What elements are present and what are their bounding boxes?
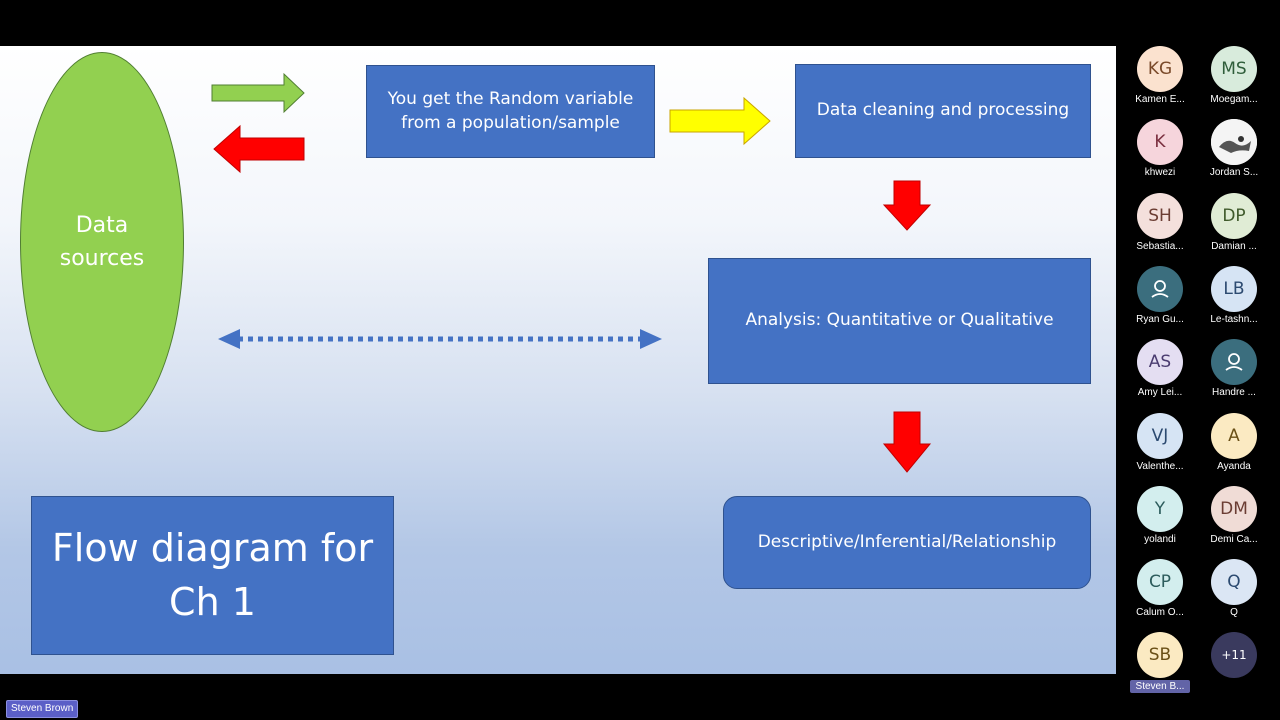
avatar: LB	[1211, 265, 1257, 312]
avatar-initials: CP	[1148, 572, 1172, 593]
participant-name: Amy Lei...	[1137, 387, 1183, 399]
person-icon	[1137, 265, 1183, 312]
participant-name: Q	[1230, 607, 1238, 619]
avatar: Q	[1211, 559, 1257, 606]
avatar: CP	[1137, 559, 1183, 606]
yellow-right-arrow-icon	[669, 96, 771, 146]
avatar-initials: DM	[1220, 498, 1248, 519]
participant-name: Ayanda	[1217, 460, 1251, 472]
slide-title: Flow diagram for Ch 1	[51, 526, 374, 624]
participant-name: Le-tashn...	[1210, 313, 1258, 325]
avatar-initials: LB	[1223, 278, 1245, 299]
data-cleaning-label: Data cleaning and processing	[816, 100, 1070, 121]
red-down-arrow-2-icon	[882, 411, 932, 473]
avatar: DP	[1211, 192, 1257, 239]
red-down-arrow-icon	[882, 180, 932, 231]
more-participants-button[interactable]: +11	[1204, 632, 1264, 679]
data-cleaning-box: Data cleaning and processing	[795, 64, 1091, 158]
profile-photo-icon	[1211, 119, 1257, 166]
avatar: A	[1211, 412, 1257, 459]
participant-tile[interactable]: KG Kamen E...	[1130, 46, 1190, 105]
data-sources-ellipse: Data sources	[20, 52, 184, 432]
avatar-initials: AS	[1148, 352, 1172, 373]
participant-name: Moegam...	[1210, 94, 1258, 105]
participant-tile[interactable]: MS Moegam...	[1204, 46, 1264, 105]
participant-name: Jordan S...	[1209, 167, 1259, 179]
participant-tile[interactable]: DP Damian ...	[1204, 192, 1264, 252]
dotted-double-arrow-icon	[218, 329, 662, 349]
participant-tile[interactable]: LB Le-tashn...	[1204, 265, 1264, 325]
avatar: VJ	[1137, 412, 1183, 459]
more-count-badge: +11	[1211, 632, 1257, 679]
avatar: SB	[1137, 632, 1183, 679]
random-variable-box: You get the Random variable from a popul…	[366, 65, 655, 158]
avatar: KG	[1137, 46, 1183, 92]
avatar: SH	[1137, 192, 1183, 239]
analysis-box: Analysis: Quantitative or Qualitative	[708, 258, 1091, 384]
participant-tile[interactable]: Jordan S...	[1204, 119, 1264, 178]
person-icon	[1211, 339, 1257, 386]
presenter-name-label: Steven Brown	[6, 700, 79, 718]
participant-name: Damian ...	[1211, 240, 1257, 252]
avatar-initials: Y	[1154, 498, 1166, 519]
participant-name: Steven B...	[1130, 680, 1190, 694]
participant-tile[interactable]: Ryan Gu...	[1130, 265, 1190, 325]
presentation-slide: Data sources You get the Random variable…	[0, 46, 1116, 674]
participant-name: Ryan Gu...	[1136, 313, 1184, 325]
avatar: MS	[1211, 46, 1257, 92]
participant-tile[interactable]: CP Calum O...	[1130, 559, 1190, 618]
participant-tile[interactable]: VJ Valenthe...	[1130, 412, 1190, 472]
random-variable-label: You get the Random variable from a popul…	[387, 88, 634, 133]
participant-tile[interactable]: AS Amy Lei...	[1130, 339, 1190, 398]
participant-tile[interactable]: DM Demi Ca...	[1204, 485, 1264, 545]
avatar: AS	[1137, 339, 1183, 386]
avatar-initials: DP	[1222, 205, 1246, 226]
descriptive-box: Descriptive/Inferential/Relationship	[723, 496, 1091, 589]
participant-tile[interactable]: SB Steven B...	[1130, 632, 1190, 694]
participant-tile[interactable]: A Ayanda	[1204, 412, 1264, 472]
data-sources-label: Data sources	[59, 213, 145, 271]
participant-name: Sebastia...	[1136, 240, 1184, 252]
avatar-initials: K	[1154, 132, 1166, 153]
avatar-initials: SH	[1148, 205, 1172, 226]
slide-title-box: Flow diagram for Ch 1	[31, 496, 394, 655]
avatar-initials: VJ	[1151, 425, 1169, 446]
participant-name: yolandi	[1144, 533, 1176, 545]
participant-name: Kamen E...	[1135, 94, 1185, 105]
participant-name: Calum O...	[1136, 607, 1184, 619]
analysis-label: Analysis: Quantitative or Qualitative	[745, 310, 1054, 331]
avatar: Y	[1137, 485, 1183, 532]
avatar-initials: MS	[1221, 59, 1247, 79]
participant-tile[interactable]: Handre ...	[1204, 339, 1264, 398]
avatar-initials: A	[1228, 425, 1240, 446]
red-left-arrow-icon	[213, 124, 305, 174]
participant-tile[interactable]: SH Sebastia...	[1130, 192, 1190, 252]
participant-name: Valenthe...	[1136, 460, 1184, 472]
avatar: K	[1137, 119, 1183, 166]
avatar-initials: Q	[1227, 572, 1241, 593]
avatar-initials: +11	[1221, 648, 1247, 663]
descriptive-label: Descriptive/Inferential/Relationship	[757, 531, 1057, 552]
green-right-arrow-icon	[211, 72, 305, 114]
avatar-initials: KG	[1147, 59, 1173, 79]
avatar: DM	[1211, 485, 1257, 532]
avatar-initials: SB	[1148, 645, 1172, 666]
participant-name: Demi Ca...	[1210, 533, 1258, 545]
participant-name: khwezi	[1144, 167, 1176, 179]
participant-name: Handre ...	[1212, 387, 1256, 399]
